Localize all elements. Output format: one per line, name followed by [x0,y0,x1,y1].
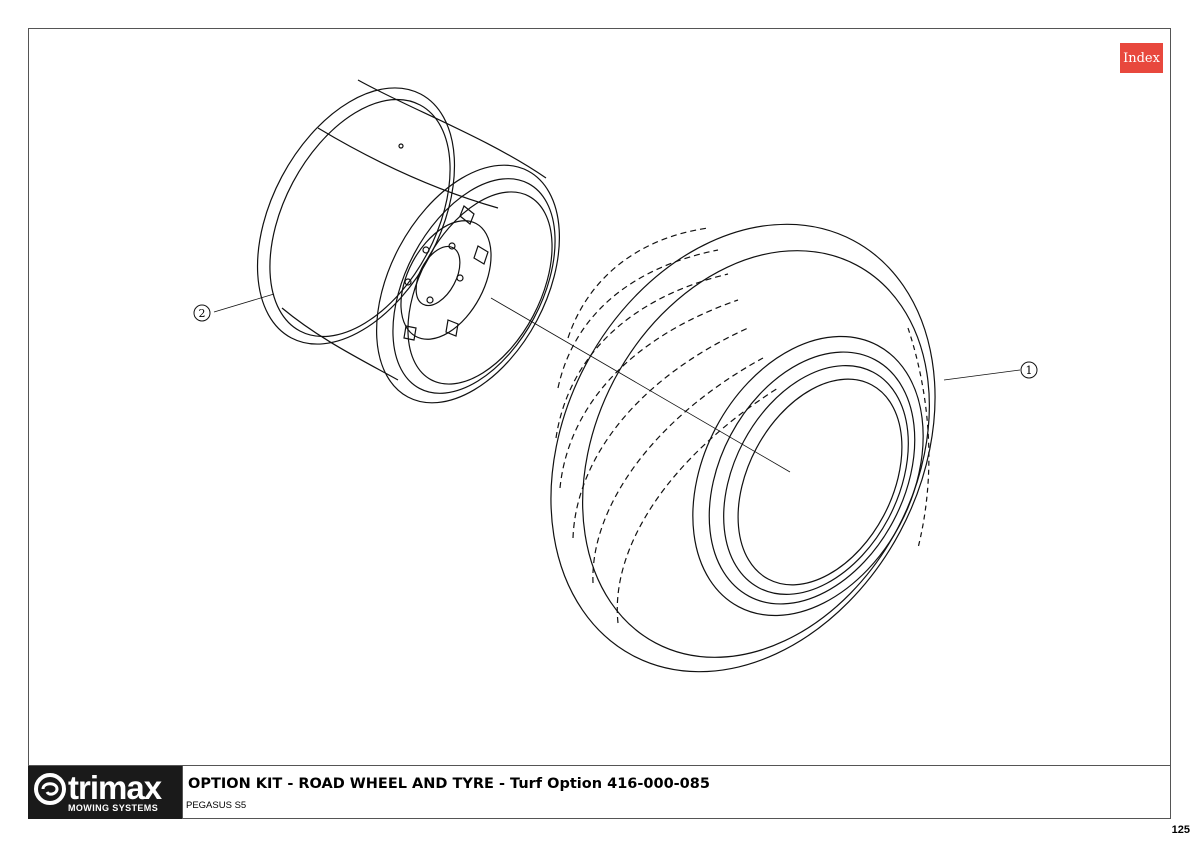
logo-subtitle: MOWING SYSTEMS [68,803,159,813]
callout-2[interactable]: 2 [193,304,211,322]
callout-1[interactable]: 1 [1020,361,1038,379]
trimax-swirl-icon [34,773,66,805]
model-name: PEGASUS S5 [186,800,247,811]
page-frame [28,28,1171,819]
tyre-drawing [550,223,936,673]
index-button[interactable]: Index [1120,43,1163,73]
title-divider [182,766,183,819]
rim-drawing [256,79,561,404]
trimax-logo: trimax MOWING SYSTEMS [28,766,182,819]
page-number: 125 [1171,824,1190,836]
exploded-drawing: 1 2 [193,79,1038,673]
title-block: trimax MOWING SYSTEMS OPTION KIT - ROAD … [28,765,1171,819]
callout-2-label: 2 [199,307,206,320]
document-title: OPTION KIT - ROAD WHEEL AND TYRE - Turf … [188,776,710,792]
callout-1-label: 1 [1026,364,1033,377]
logo-wordmark: trimax [68,769,162,806]
